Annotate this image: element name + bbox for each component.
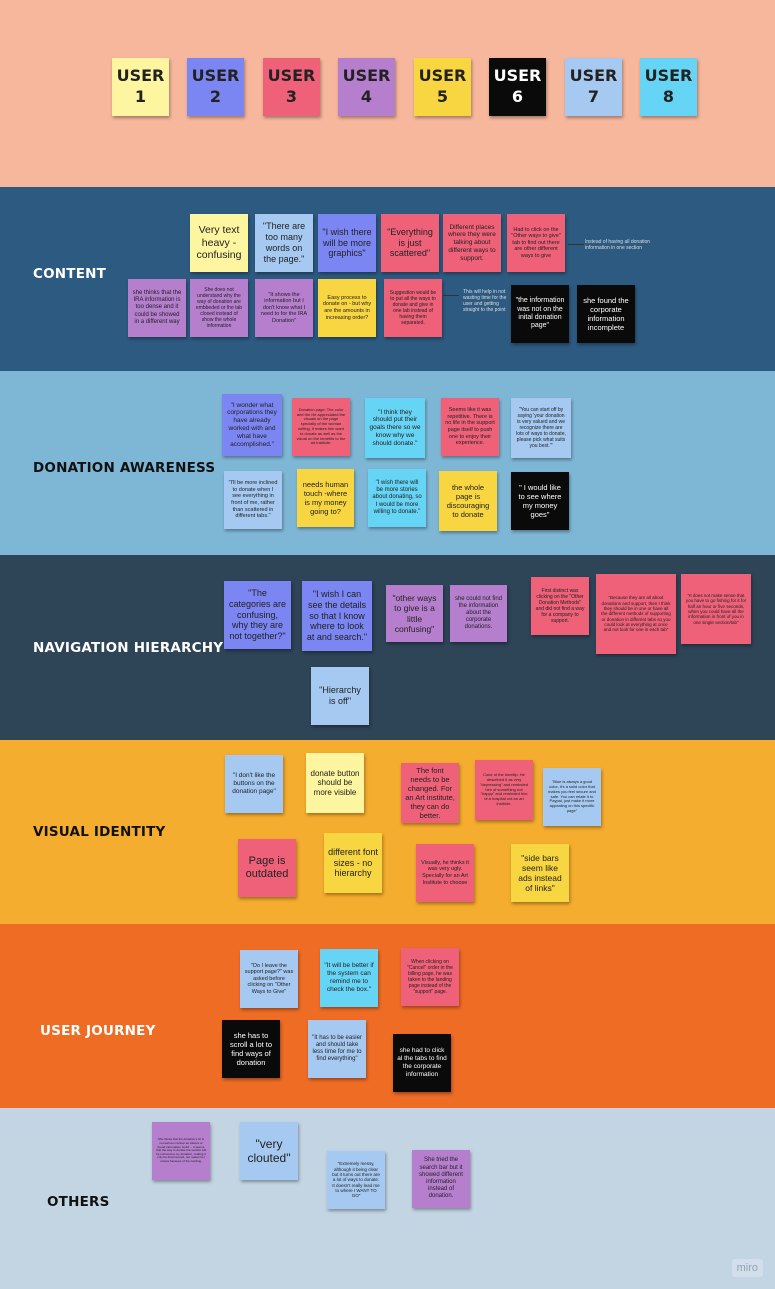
sticky-note[interactable]: Different places where they were talking…	[443, 214, 501, 272]
sticky-note[interactable]: "the information was not on the inital d…	[511, 285, 569, 343]
sticky-note[interactable]: "Extremely messy, although it being clea…	[327, 1151, 385, 1209]
sticky-note[interactable]: "It does not make sense that you have to…	[681, 574, 751, 644]
sticky-note[interactable]: "Blue is always a good color, it's a sol…	[543, 768, 601, 826]
sticky-note[interactable]: Easy process to donate on - but why are …	[318, 279, 376, 337]
section-content: CONTENT Very text heavy - confusing "The…	[0, 187, 775, 372]
sticky-note[interactable]: the whole page is discouraging to donate	[439, 471, 497, 531]
user-8-note[interactable]: USER 8	[640, 58, 697, 116]
section-navigation-hierarchy: NAVIGATION HIERARCHY "The categories are…	[0, 555, 775, 741]
section-title: NAVIGATION HIERARCHY	[33, 640, 224, 656]
sticky-note[interactable]: Donation page: The color and the He appr…	[292, 398, 350, 456]
sticky-note[interactable]: different font sizes - no hierarchy	[324, 833, 382, 893]
header-band: USER 1 USER 2 USER 3 USER 4 USER 5 USER …	[0, 0, 775, 188]
section-title: DONATION AWARENESS	[33, 460, 216, 476]
sticky-note[interactable]: She tried the search bar but it showed d…	[412, 1150, 470, 1208]
annotation-text: Instead of having all donation informati…	[585, 239, 651, 251]
connector-line	[568, 244, 584, 245]
sticky-note[interactable]: "Do I leave the support page?" was asked…	[240, 950, 298, 1008]
sticky-note[interactable]: Suggestion would be to put all the ways …	[384, 279, 442, 337]
sticky-note[interactable]: "The categories are confusing, why they …	[224, 581, 291, 649]
section-title: OTHERS	[47, 1194, 110, 1210]
sticky-note[interactable]: When clicking on "Cancel" order in the b…	[401, 948, 459, 1006]
section-title: USER JOURNEY	[40, 1023, 156, 1039]
section-title: VISUAL IDENTITY	[33, 824, 166, 840]
sticky-note[interactable]: "There are too many words on the page."	[255, 214, 313, 272]
sticky-note[interactable]: "It has to be easier and should take les…	[308, 1020, 366, 1078]
user-4-note[interactable]: USER 4	[338, 58, 395, 116]
user-1-note[interactable]: USER 1	[112, 58, 169, 116]
sticky-note[interactable]: Page is outdated	[238, 839, 296, 897]
sticky-note[interactable]: "side bars seem like ads instead of link…	[511, 844, 569, 902]
user-2-note[interactable]: USER 2	[187, 58, 244, 116]
sticky-note[interactable]: "It will be better if the system can rem…	[320, 949, 378, 1007]
sticky-note[interactable]: donate button should be more visible	[306, 753, 364, 813]
sticky-note[interactable]: "I wish there will be more stories about…	[368, 469, 426, 527]
sticky-note[interactable]: Color of the timeflip: He described it a…	[475, 760, 533, 820]
section-title: CONTENT	[33, 266, 107, 282]
sticky-note[interactable]: She does not understand why the way of d…	[190, 279, 248, 337]
user-5-note[interactable]: USER 5	[414, 58, 471, 116]
sticky-note[interactable]: "Everything is just scattered"	[381, 214, 439, 272]
user-7-note[interactable]: USER 7	[565, 58, 622, 116]
section-donation-awareness: DONATION AWARENESS "I wonder what corpor…	[0, 371, 775, 556]
sticky-note[interactable]: "I wish I can see the details so that I …	[302, 581, 372, 651]
sticky-note[interactable]: "I wonder what corporations they have al…	[222, 394, 282, 456]
sticky-note[interactable]: needs human touch -where is my money goi…	[297, 469, 354, 527]
sticky-note[interactable]: she could not find the information about…	[450, 585, 507, 642]
sticky-note[interactable]: First distinct was clicking on the "Othe…	[531, 577, 589, 635]
sticky-note[interactable]: "I think they should put their goals the…	[365, 398, 425, 458]
user-6-note[interactable]: USER 6	[489, 58, 546, 116]
sticky-note[interactable]: " I would like to see where my money goe…	[511, 472, 569, 530]
user-3-note[interactable]: USER 3	[263, 58, 320, 116]
sticky-note[interactable]: "Because they are all about donations an…	[596, 574, 676, 654]
sticky-note[interactable]: "Hierarchy is off"	[311, 667, 369, 725]
sticky-note[interactable]: she thinks that the IRA information is t…	[128, 279, 186, 337]
sticky-note[interactable]: She thinks that the donation's UI is not…	[152, 1122, 210, 1180]
sticky-note[interactable]: "You can start off by saying 'your donat…	[511, 398, 571, 458]
sticky-note[interactable]: "very clouted"	[240, 1122, 298, 1180]
section-user-journey: USER JOURNEY "Do I leave the support pag…	[0, 924, 775, 1109]
sticky-note[interactable]: she has to scroll a lot to find ways of …	[222, 1020, 280, 1078]
annotation-text: This will help in not wasting time for t…	[463, 289, 507, 313]
connector-line	[443, 295, 459, 296]
sticky-note[interactable]: "other ways to give is a little confusin…	[386, 585, 443, 642]
sticky-note[interactable]: "I'll be more inclined to donate when I …	[224, 471, 282, 529]
miro-logo: miro	[731, 1259, 763, 1277]
sticky-note[interactable]: "It shows the information but I don't kn…	[255, 279, 313, 337]
sticky-note[interactable]: Seems like it was repetitive. There is n…	[441, 398, 499, 456]
sticky-note[interactable]: "I wish there will be more graphics"	[318, 214, 376, 272]
section-others: OTHERS She thinks that the donation's UI…	[0, 1108, 775, 1289]
sticky-note[interactable]: Very text heavy - confusing	[190, 214, 248, 272]
sticky-note[interactable]: she had to click al the tabs to find the…	[393, 1034, 451, 1092]
sticky-note[interactable]: Visually, he thinks it was very ugly. Sp…	[416, 844, 474, 902]
sticky-note[interactable]: she found the corporate information inco…	[577, 285, 635, 343]
sticky-note[interactable]: "I don't like the buttons on the donatio…	[225, 755, 283, 813]
sticky-note[interactable]: Had to click on the "Other ways to give"…	[507, 214, 565, 272]
sticky-note[interactable]: The font needs to be changed. For an Art…	[401, 763, 459, 823]
section-visual-identity: VISUAL IDENTITY "I don't like the button…	[0, 740, 775, 925]
